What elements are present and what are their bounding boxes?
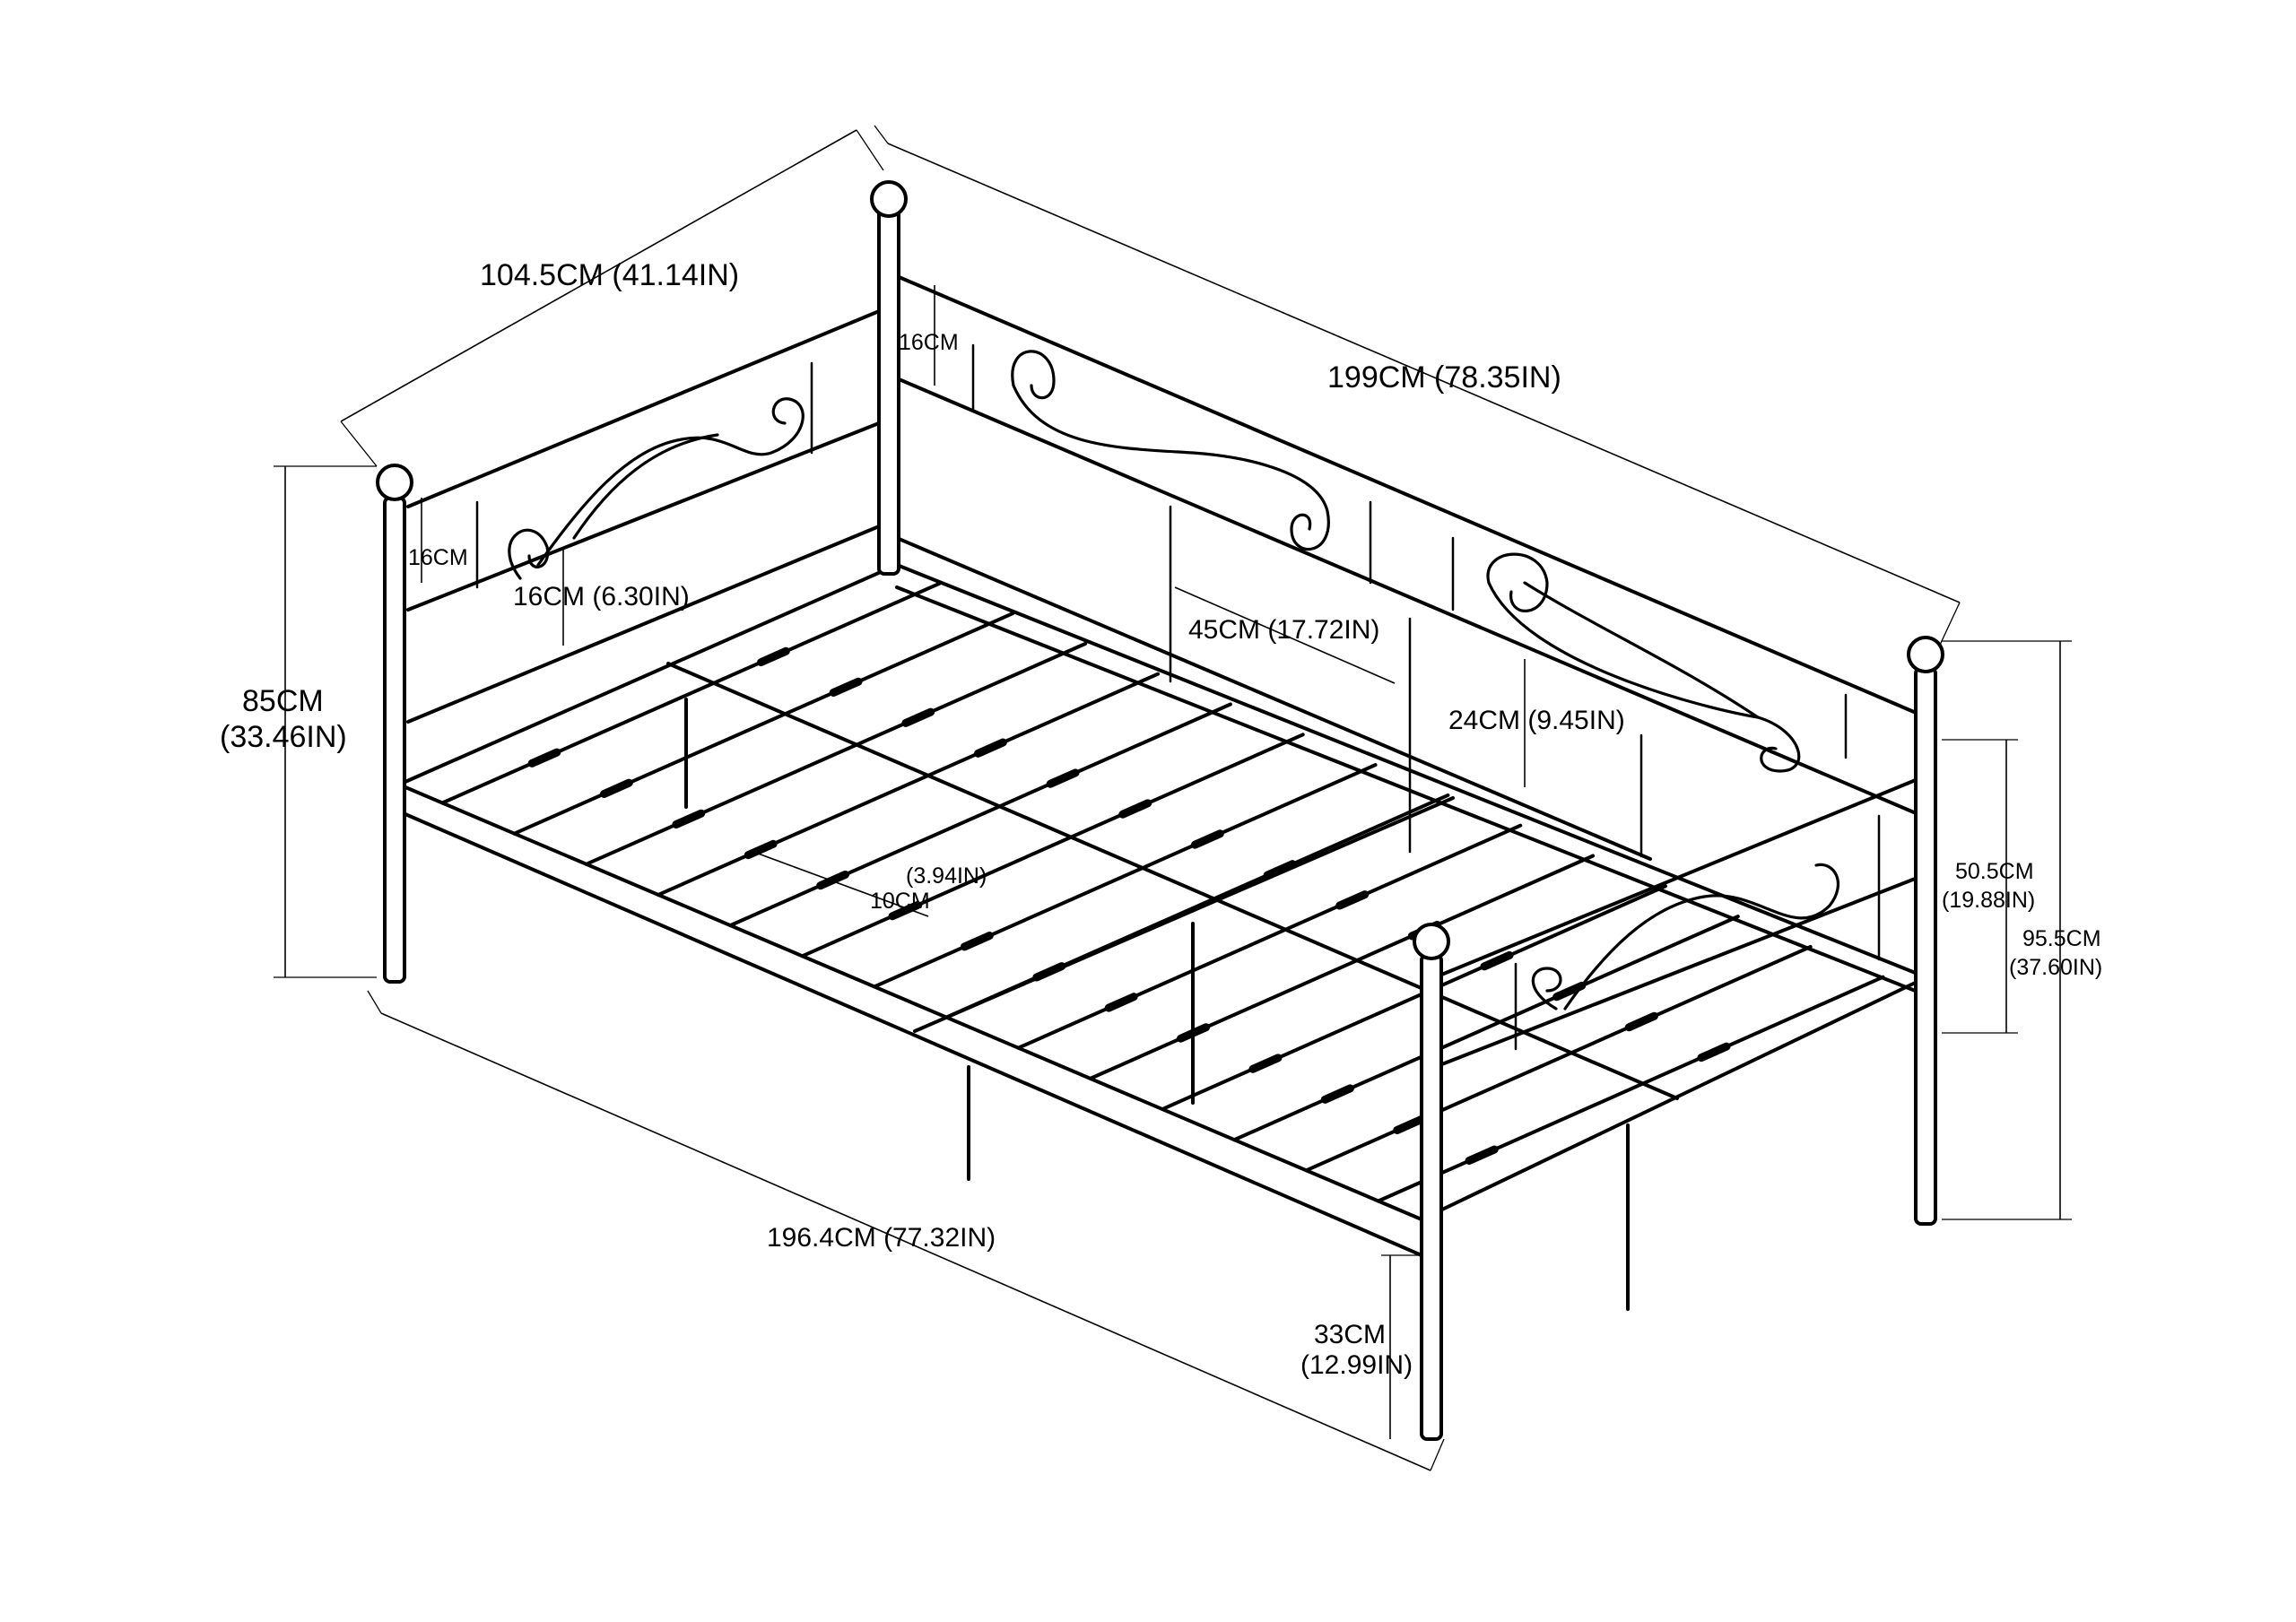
label-footboard-cm: 50.5CM <box>1955 859 2034 884</box>
slat-sleeve <box>1248 1054 1283 1073</box>
label-footboard-in: (19.88IN) <box>1942 888 2035 913</box>
slat-sleeve <box>757 646 790 667</box>
slat <box>1160 884 1667 1112</box>
slat <box>1088 854 1596 1080</box>
slat <box>800 733 1305 958</box>
label-head-width: 104.5CM (41.14IN) <box>480 258 739 292</box>
label-clearance-cm: 33CM <box>1314 1320 1386 1349</box>
post-head-left <box>383 496 406 984</box>
slat-sleeve <box>1118 799 1152 819</box>
label-clearance-in: (12.99IN) <box>1300 1350 1413 1380</box>
dimension-labels: 104.5CM (41.14IN) 199CM (78.35IN) 85CM (… <box>220 258 2102 1380</box>
slat-sleeve <box>1393 1115 1427 1134</box>
slat-sleeve <box>1335 890 1370 910</box>
slat-sleeve <box>1263 860 1297 880</box>
slat-sleeve <box>1046 768 1080 788</box>
slat <box>944 793 1450 1019</box>
slat-sleeve <box>600 778 633 798</box>
label-slat-gap-cm: 10CM <box>870 889 930 914</box>
post-foot-left <box>1420 953 1443 1441</box>
slat <box>1376 975 1885 1203</box>
knob-head-right <box>870 180 908 218</box>
post-foot-right <box>1914 666 1937 1226</box>
label-foot-post-in: (37.60IN) <box>2009 955 2102 980</box>
slat-sleeve <box>1697 1042 1731 1063</box>
label-frame-length: 196.4CM (77.32IN) <box>767 1223 996 1253</box>
dimension-lines <box>274 125 2072 1471</box>
slat-sleeve <box>1104 993 1138 1012</box>
knob-foot-left <box>1413 923 1450 960</box>
slat-sleeve <box>1177 1023 1211 1043</box>
slat-sleeve <box>672 809 706 829</box>
label-rail-gap-head: 16CM <box>408 545 468 570</box>
slat <box>1232 915 1740 1142</box>
slat-sleeve <box>1320 1084 1354 1104</box>
slat-sleeve <box>744 839 778 860</box>
label-slat-gap-in: (3.94IN) <box>906 863 987 889</box>
label-post-spacing: 45CM (17.72IN) <box>1188 615 1379 645</box>
slat-sleeve <box>1032 962 1066 982</box>
slat <box>1304 944 1813 1173</box>
slat-sleeve <box>1190 829 1224 849</box>
post-head-right <box>877 204 900 576</box>
slat-sleeve <box>1624 1011 1658 1032</box>
slat <box>584 641 1088 866</box>
slat-sleeve <box>829 677 863 697</box>
label-foot-post-cm: 95.5CM <box>2022 926 2101 951</box>
slat <box>657 672 1161 897</box>
slat-sleeve <box>974 738 1007 758</box>
slat-sleeve <box>1552 981 1587 1002</box>
slat-sleeve <box>1480 950 1514 971</box>
slat-sleeve <box>901 707 935 727</box>
slat-sleeve <box>888 900 922 921</box>
bed-frame <box>397 274 1928 1311</box>
slat <box>728 702 1232 928</box>
knob-foot-right <box>1907 636 1944 673</box>
slat <box>512 612 1015 836</box>
label-rail-gap-back: 16CM <box>899 330 959 355</box>
label-total-height-in: (33.46IN) <box>220 720 347 754</box>
slat <box>1016 823 1523 1050</box>
label-side-length: 199CM (78.35IN) <box>1327 360 1561 395</box>
slat-sleeve <box>527 748 561 768</box>
slat <box>440 581 943 805</box>
slat <box>872 763 1378 989</box>
slat-sleeve <box>1465 1145 1499 1166</box>
slat-sleeve <box>816 870 850 890</box>
slats <box>440 581 1885 1203</box>
slat-sleeve <box>960 932 994 951</box>
label-back-panel-height: 24CM (9.45IN) <box>1448 706 1625 735</box>
posts <box>376 180 1944 1441</box>
label-rail-gap-inch: 16CM (6.30IN) <box>513 582 690 612</box>
label-total-height-cm: 85CM <box>242 684 324 718</box>
knob-head-left <box>376 464 413 501</box>
